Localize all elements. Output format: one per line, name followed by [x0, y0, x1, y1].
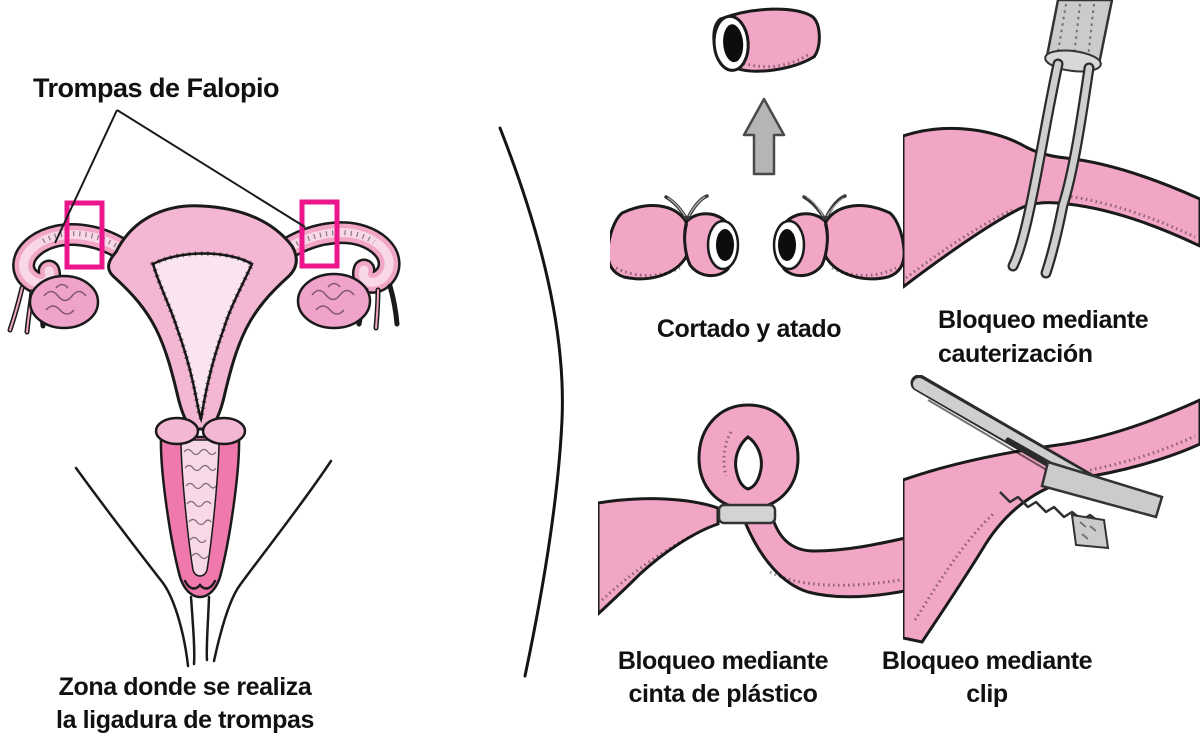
anatomy-illustration — [7, 109, 401, 668]
cauterization-label: Bloqueo mediante cauterización — [938, 303, 1149, 371]
fallopian-tube — [903, 398, 1200, 644]
clip-label: Bloqueo mediante clip — [862, 645, 1112, 711]
cut-and-tied-illustration — [610, 7, 906, 281]
panel-divider-curve — [498, 126, 564, 678]
vaginal-canal — [159, 435, 241, 599]
fallopian-tube — [903, 126, 1200, 289]
up-arrow-icon — [742, 97, 786, 176]
plastic-band-label-line2: cinta de plástico — [628, 680, 818, 708]
plastic-band-label: Bloqueo mediante cinta de plástico — [598, 645, 848, 711]
clip-label-line1: Bloqueo mediante — [881, 647, 1093, 675]
pointer-lines — [54, 109, 306, 244]
cautery-instrument — [1007, 0, 1114, 279]
zone-caption: Zona donde se realiza la ligadura de tro… — [35, 671, 335, 737]
clip-illustration — [903, 375, 1200, 644]
clip-applicator — [910, 375, 1164, 522]
uterine-cavity — [149, 251, 256, 428]
clip-label-line2: clip — [966, 680, 1008, 708]
zone-caption-line2: la ligadura de trompas — [56, 706, 314, 734]
cauterization-illustration — [903, 0, 1200, 289]
cauterization-label-line2: cauterización — [938, 340, 1093, 368]
tube-loop — [598, 403, 910, 617]
cut-and-tied-label: Cortado y atado — [656, 315, 842, 343]
plastic-band-label-line1: Bloqueo mediante — [617, 647, 829, 675]
ligation-zone-marker-right — [299, 199, 340, 269]
fallopian-tube-right — [270, 221, 401, 294]
figure-title: Trompas de Falopio — [33, 73, 280, 103]
tied-tube-right — [772, 194, 906, 281]
vulva-outline — [74, 459, 333, 668]
cervix — [154, 416, 247, 446]
ovary-right — [296, 272, 372, 330]
plastic-band-illustration — [598, 403, 910, 617]
plastic-band — [717, 503, 777, 525]
tied-tube-left — [610, 194, 740, 281]
ovary-left — [28, 274, 100, 330]
cauterization-label-line1: Bloqueo mediante — [938, 306, 1149, 334]
zone-caption-line1: Zona donde se realiza — [58, 673, 312, 701]
ligation-zone-marker-left — [64, 200, 105, 270]
cut-tube-segment — [712, 7, 821, 73]
clip — [1070, 513, 1110, 550]
